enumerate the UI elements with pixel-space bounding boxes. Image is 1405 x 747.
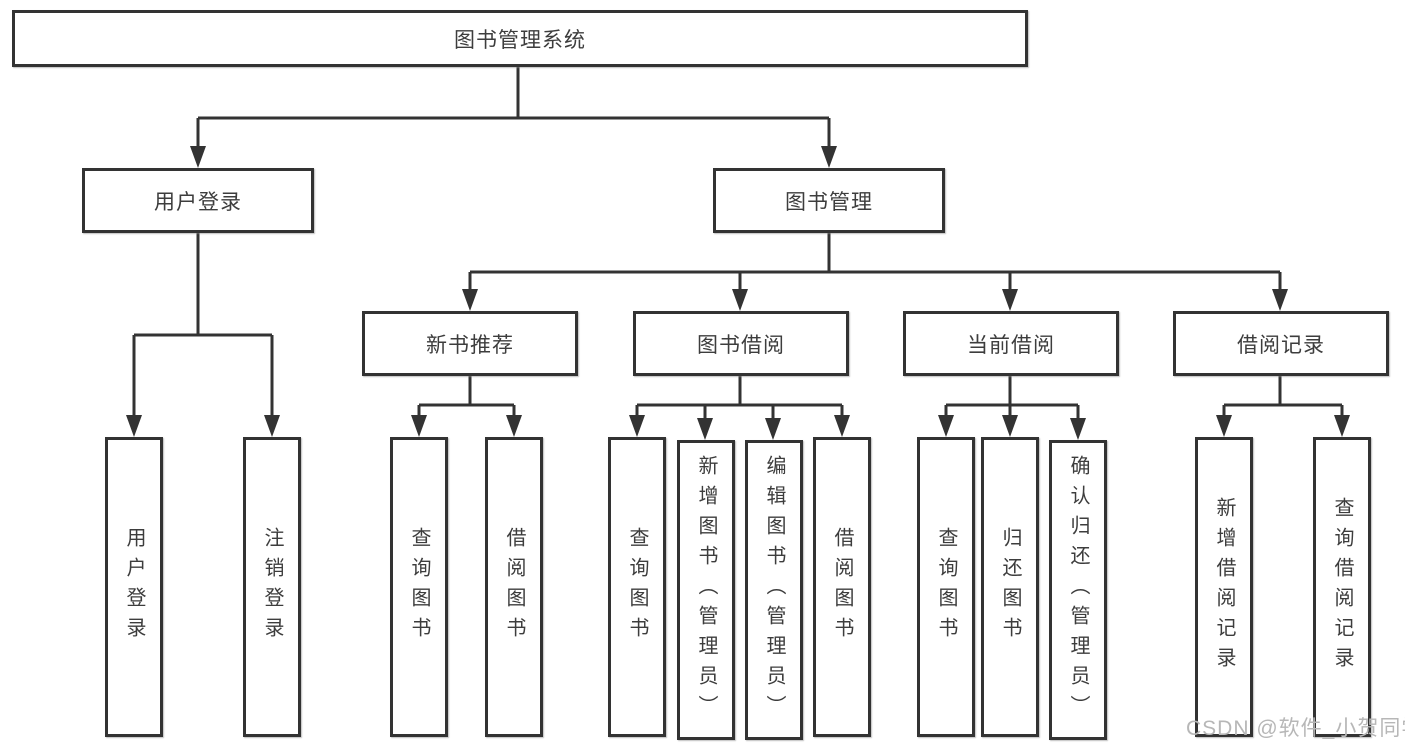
leaf-label: 编辑图书（管理员） xyxy=(763,455,785,725)
leaf-label: 借阅图书 xyxy=(831,527,853,647)
node-label: 图书管理 xyxy=(785,190,873,214)
leaf-logout: 注销登录 xyxy=(243,437,301,737)
node-current-borrowing: 当前借阅 xyxy=(903,311,1119,376)
leaf-query-books-recommend: 查询图书 xyxy=(390,437,448,737)
leaf-return-books: 归还图书 xyxy=(981,437,1039,737)
leaf-label: 查询图书 xyxy=(626,527,648,647)
leaf-add-book-admin: 新增图书（管理员） xyxy=(677,440,735,740)
node-book-borrowing: 图书借阅 xyxy=(633,311,849,376)
node-label: 图书借阅 xyxy=(697,333,785,357)
leaf-query-books-borrow: 查询图书 xyxy=(608,437,666,737)
leaf-label: 借阅图书 xyxy=(503,527,525,647)
arrowhead-icons xyxy=(126,146,1350,440)
leaf-label: 新增借阅记录 xyxy=(1213,497,1235,677)
node-library-management-system: 图书管理系统 xyxy=(12,10,1028,67)
leaf-borrow-books-recommend: 借阅图书 xyxy=(485,437,543,737)
leaf-borrow-books: 借阅图书 xyxy=(813,437,871,737)
leaf-label: 归还图书 xyxy=(999,527,1021,647)
node-label: 图书管理系统 xyxy=(454,28,586,52)
node-label: 借阅记录 xyxy=(1237,333,1325,357)
connector-lines xyxy=(132,67,1344,424)
node-label: 新书推荐 xyxy=(426,333,514,357)
leaf-label: 查询图书 xyxy=(935,527,957,647)
csdn-watermark: CSDN @软件_小贺同学 xyxy=(1186,717,1405,740)
leaf-label: 注销登录 xyxy=(261,527,283,647)
node-user-login: 用户登录 xyxy=(82,168,314,233)
leaf-label: 用户登录 xyxy=(123,527,145,647)
leaf-confirm-return-admin: 确认归还（管理员） xyxy=(1049,440,1107,740)
leaf-label: 新增图书（管理员） xyxy=(695,455,717,725)
node-borrowing-records: 借阅记录 xyxy=(1173,311,1389,376)
leaf-query-books-current: 查询图书 xyxy=(917,437,975,737)
leaf-label: 查询借阅记录 xyxy=(1331,497,1353,677)
node-book-management: 图书管理 xyxy=(713,168,945,233)
leaf-user-login: 用户登录 xyxy=(105,437,163,737)
node-label: 当前借阅 xyxy=(967,333,1055,357)
node-label: 用户登录 xyxy=(154,190,242,214)
leaf-add-borrow-record: 新增借阅记录 xyxy=(1195,437,1253,737)
leaf-label: 确认归还（管理员） xyxy=(1067,455,1089,725)
leaf-query-borrow-record: 查询借阅记录 xyxy=(1313,437,1371,737)
leaf-label: 查询图书 xyxy=(408,527,430,647)
node-new-book-recommendation: 新书推荐 xyxy=(362,311,578,376)
leaf-edit-book-admin: 编辑图书（管理员） xyxy=(745,440,803,740)
